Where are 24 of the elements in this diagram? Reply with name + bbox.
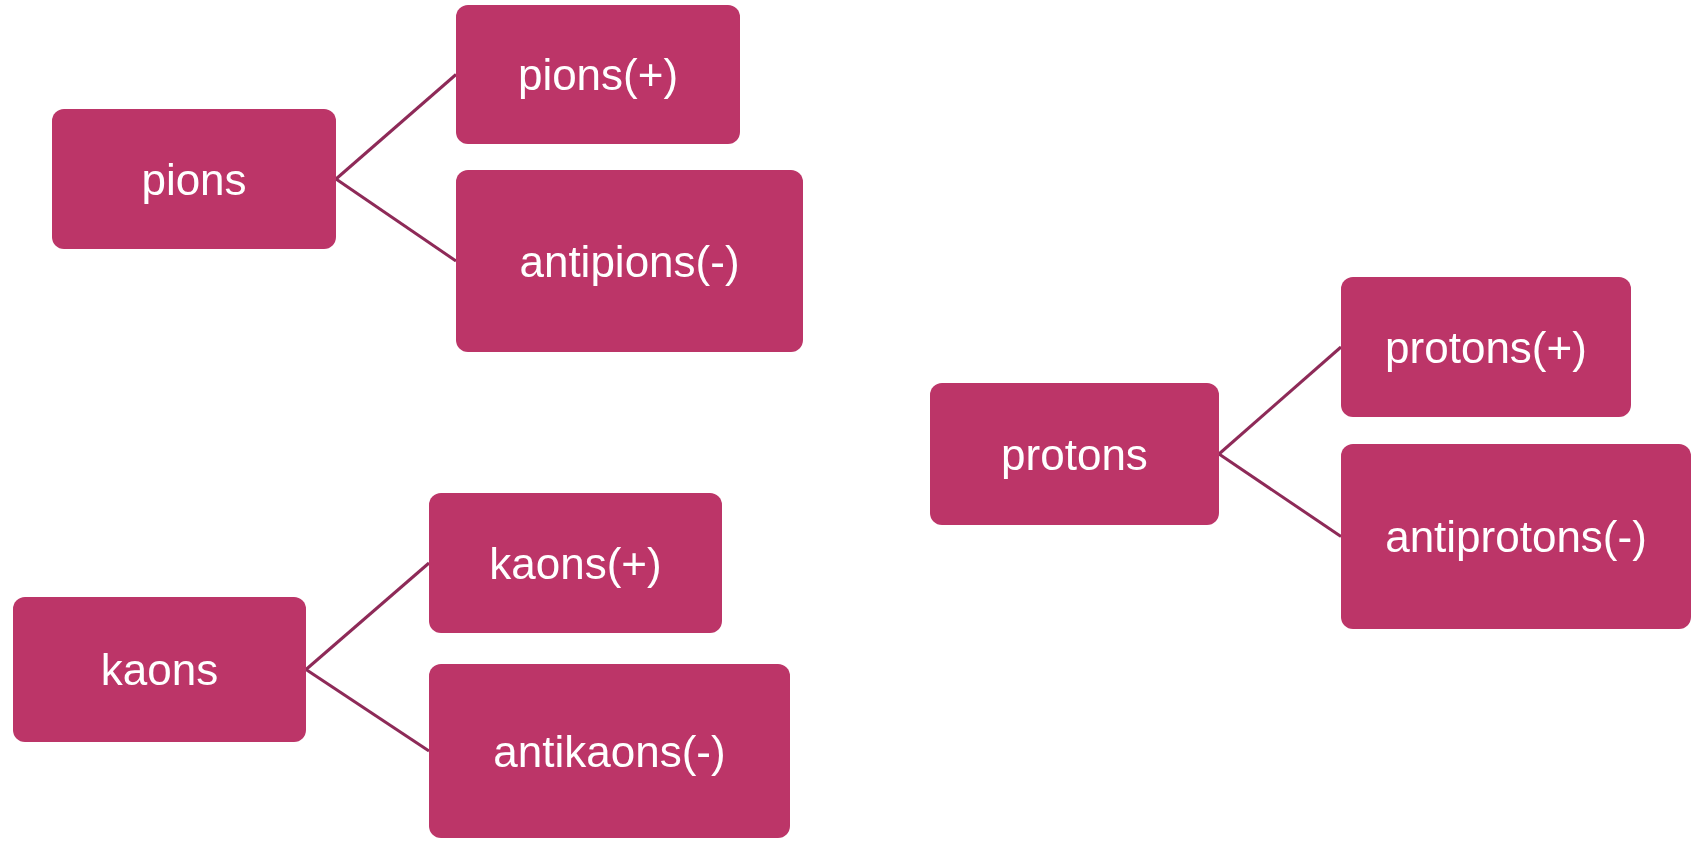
category-box (1341, 277, 1631, 417)
category-box (930, 383, 1219, 525)
box-label: protons (1001, 428, 1148, 481)
category-box (456, 170, 803, 352)
connector-line (335, 73, 457, 181)
category-box (456, 5, 740, 144)
box-label: antikaons(-) (493, 725, 726, 778)
category-box (52, 109, 336, 249)
box-label: pions (141, 153, 247, 206)
box-label: kaons(+) (489, 537, 662, 590)
category-box (429, 664, 790, 838)
connector-line (1218, 452, 1342, 538)
category-box (429, 493, 722, 633)
connector-line (1218, 345, 1342, 456)
category-box (13, 597, 306, 742)
connector-line (305, 668, 430, 753)
category-box (1341, 444, 1691, 629)
connector-line (335, 177, 457, 263)
box-label: pions(+) (517, 49, 679, 101)
box-label: antipions(-) (519, 235, 740, 288)
box-label: protons(+) (1385, 321, 1587, 374)
box-label: kaons (100, 644, 219, 696)
box-label: antiprotons(-) (1385, 511, 1647, 563)
connector-line (305, 561, 430, 671)
